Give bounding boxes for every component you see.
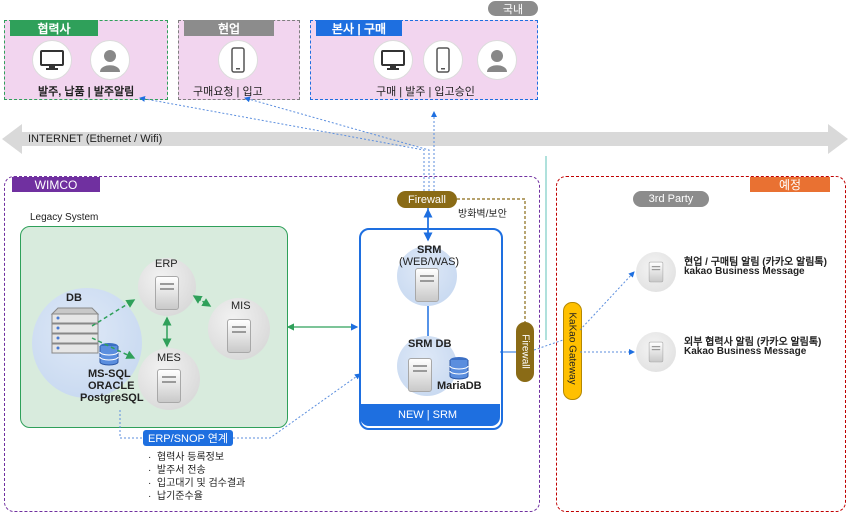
hq-tag: 본사 | 구매	[316, 20, 402, 36]
msg2-title: 외부 협력사 알림 (카카오 알림톡)	[684, 337, 822, 348]
server-icon	[157, 369, 181, 403]
msg1-sub: kakao Business Message	[684, 266, 805, 277]
legacy-title: Legacy System	[30, 212, 99, 223]
field-tag: 현업	[184, 20, 274, 36]
msg2-sub: Kakao Business Message	[684, 346, 807, 357]
firewall-loop	[457, 198, 526, 322]
db-rack-icon	[50, 307, 100, 354]
hq-caption: 구매 | 발주 | 입고승인	[376, 86, 475, 98]
db-type-mssql: MS-SQL	[88, 368, 131, 380]
monitor-icon	[373, 40, 413, 80]
plan-box	[556, 176, 846, 512]
partner-caption: 발주, 납품 | 발주알림	[38, 86, 135, 98]
erp-snop-route	[119, 374, 360, 439]
kakao-server-1	[636, 252, 676, 292]
database-icon	[449, 357, 469, 380]
erp-label: ERP	[155, 258, 178, 270]
internet-arrow	[2, 124, 848, 154]
link-to-partner	[139, 95, 425, 191]
db-type-postgresql: PostgreSQL	[80, 392, 144, 404]
db-type-oracle: ORACLE	[88, 380, 135, 392]
db-label: DB	[66, 292, 82, 304]
phone-icon	[423, 40, 463, 80]
srm-footer	[360, 404, 500, 426]
erp-link-item: · 입고대기 및 검수결과	[148, 478, 246, 489]
firewall-top: Firewall	[397, 191, 457, 208]
srm-web-bubble	[397, 246, 457, 306]
kakao-server-2	[636, 332, 676, 372]
firewall-side	[516, 322, 534, 382]
firewall-note: 방화벽/보안	[458, 209, 507, 220]
plan-tag: 예정	[750, 177, 830, 192]
msg1-title: 현업 / 구매팀 알림 (카카오 알림톡)	[684, 257, 827, 268]
mis-label: MIS	[231, 300, 251, 312]
link-to-field	[244, 96, 430, 191]
phone-icon	[218, 40, 258, 80]
server-icon	[415, 268, 439, 302]
server-icon	[408, 358, 432, 392]
monitor-icon	[32, 40, 72, 80]
erp-link-pill: ERP/SNOP 연계	[143, 430, 233, 446]
database-icon	[99, 343, 119, 366]
srm-db-label: SRM DB	[408, 338, 452, 350]
erp-bubble	[138, 258, 196, 316]
srm-footer-label: NEW | SRM	[398, 409, 458, 421]
internet-label: INTERNET (Ethernet / Wifi)	[28, 133, 163, 145]
domestic-badge: 국내	[488, 1, 538, 16]
partner-tag: 협력사	[10, 20, 98, 36]
server-icon	[155, 276, 179, 310]
srm-web-sub: (WEB/WAS)	[399, 256, 460, 268]
srm-db-engine: MariaDB	[437, 380, 482, 392]
srm-db-bubble	[397, 336, 457, 396]
server-icon	[648, 261, 664, 283]
server-icon	[227, 319, 251, 353]
wimco-box	[4, 176, 540, 512]
mis-bubble	[208, 298, 270, 360]
erp-link-list: · 협력사 등록정보 · 발주서 전송 · 입고대기 및 검수결과 · 납기준수…	[148, 451, 245, 503]
third-party-badge: 3rd Party	[633, 191, 709, 207]
wimco-tag: WIMCO	[12, 177, 100, 192]
field-caption: 구매요청 | 입고	[193, 86, 263, 98]
kakao-gateway	[563, 302, 582, 400]
user-icon	[90, 40, 130, 80]
erp-link-item: · 납기준수율	[148, 491, 203, 502]
user-icon	[477, 40, 517, 80]
server-icon	[648, 341, 664, 363]
srm-web-label: SRM	[417, 244, 442, 256]
erp-link-item: · 협력사 등록정보	[148, 452, 225, 463]
mes-label: MES	[157, 352, 181, 364]
erp-link-item: · 발주서 전송	[148, 465, 206, 476]
mes-bubble	[138, 348, 200, 410]
